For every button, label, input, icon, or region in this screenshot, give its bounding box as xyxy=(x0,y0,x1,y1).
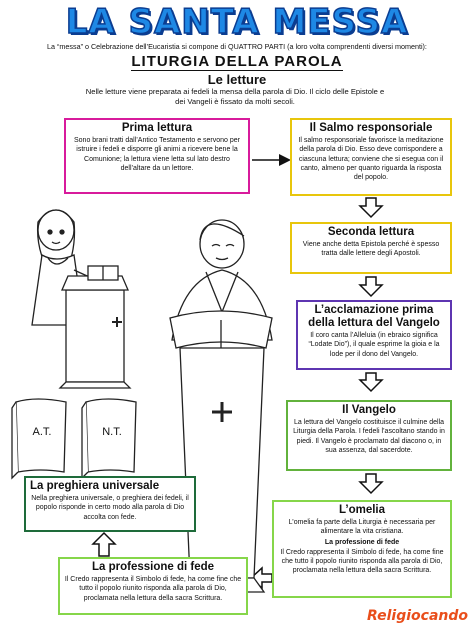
acclamazione-text: Il coro canta l’Alleluia (in ebraico sig… xyxy=(308,332,440,358)
prima-lettura-title: Prima lettura xyxy=(121,122,193,134)
vangelo-text: La lettura del Vangelo costituisce il cu… xyxy=(293,419,445,454)
acclamazione-title: L’acclamazione prima della lettura del V… xyxy=(308,304,440,329)
illustration-priest-ambo xyxy=(169,219,273,593)
omelia-sub-text: Il Credo rappresenta il Simbolo di fede,… xyxy=(280,548,444,575)
omelia-sub-heading: La professione di fede xyxy=(324,538,400,546)
section-title: LITURGIA DELLA PAROLA xyxy=(0,53,474,71)
box-preghiera: La preghiera universale Nella preghiera … xyxy=(24,476,196,532)
box-salmo: Il Salmo responsoriale Il salmo responso… xyxy=(290,118,452,196)
box-vangelo: Il Vangelo La lettura del Vangelo costit… xyxy=(286,400,452,471)
seconda-lettura-text: Viene anche detta Epistola perché è spes… xyxy=(302,241,440,258)
box-omelia: L’omelia L’omelia fa parte della Liturgi… xyxy=(272,500,452,598)
flow-arrow-4 xyxy=(358,473,384,495)
flow-arrow-3 xyxy=(358,372,384,393)
book-label-nt: N.T. xyxy=(102,426,122,438)
preghiera-title: La preghiera universale xyxy=(30,480,160,492)
illustration-girl-lectern xyxy=(31,209,132,389)
section-title-text: LITURGIA DELLA PAROLA xyxy=(131,53,343,71)
box-prima-lettura: Prima lettura Sono brani tratti dall’Ant… xyxy=(64,118,250,194)
omelia-text: L’omelia fa parte della Liturgia è neces… xyxy=(288,519,436,536)
box-seconda-lettura: Seconda lettura Viene anche detta Episto… xyxy=(290,222,452,274)
seconda-lettura-title: Seconda lettura xyxy=(327,226,415,238)
letture-heading: Le letture xyxy=(207,72,267,87)
salmo-title: Il Salmo responsoriale xyxy=(309,122,433,134)
flow-arrow-6 xyxy=(91,531,117,557)
illustration-books xyxy=(11,398,137,480)
box-professione: La professione di fede Il Credo rapprese… xyxy=(58,557,248,615)
letture-text: Nelle letture viene preparata ai fedeli … xyxy=(85,87,385,106)
page-title: LA SANTA MESSA xyxy=(65,1,409,43)
omelia-title: L’omelia xyxy=(338,504,386,516)
brand-logo: Religiocando xyxy=(367,608,468,624)
flow-arrow-1 xyxy=(358,197,384,219)
salmo-text: Il salmo responsoriale favorisce la medi… xyxy=(298,137,444,182)
intro-text: La “messa” o Celebrazione dell’Eucaristi… xyxy=(47,42,427,51)
preghiera-text: Nella preghiera universale, o preghiera … xyxy=(31,495,189,521)
box-acclamazione: L’acclamazione prima della lettura del V… xyxy=(296,300,452,370)
flow-arrow-2 xyxy=(358,276,384,298)
prima-lettura-text: Sono brani tratti dall’Antico Testamento… xyxy=(73,137,241,172)
professione-title: La professione di fede xyxy=(91,561,215,573)
professione-text: Il Credo rappresenta il Simbolo di fede,… xyxy=(64,576,242,602)
vangelo-title: Il Vangelo xyxy=(342,404,396,416)
book-label-at: A.T. xyxy=(32,426,52,438)
